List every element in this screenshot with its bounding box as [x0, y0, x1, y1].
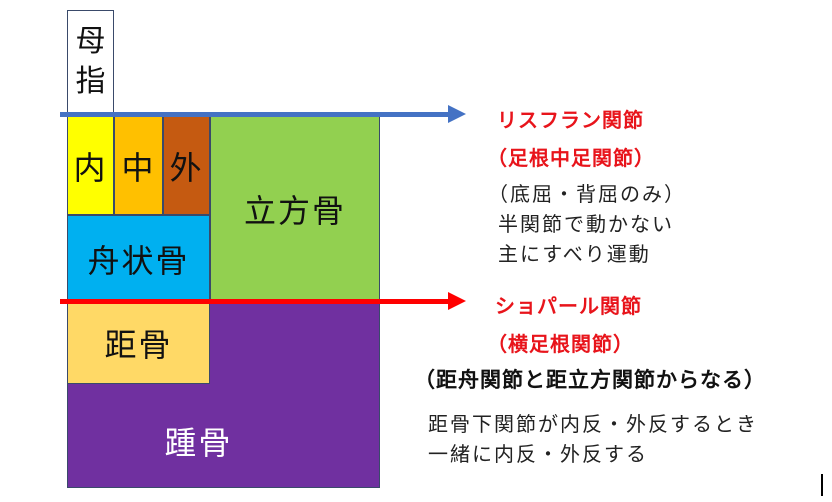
chopart-arrow [60, 292, 466, 310]
lisfranc-note-2: 半関節で動かない [498, 212, 674, 236]
chopart-title: ショパール関節 [495, 294, 642, 318]
chopart-composition: （距舟関節と距立方関節からなる） [414, 368, 766, 392]
chopart-subtitle: （横足根関節） [487, 332, 634, 356]
lateral-cuneiform-block: 外 [163, 116, 210, 215]
cuboid-block: 立方骨 [210, 116, 380, 302]
chopart-note-1: 距骨下関節が内反・外反するとき [428, 412, 758, 436]
text-cursor [821, 474, 823, 496]
calcaneus-label: 踵骨 [164, 424, 233, 462]
lisfranc-note-1: （底屈・背屈のみ） [488, 182, 686, 206]
talus-block: 距骨 [67, 302, 210, 384]
talus-label: 距骨 [104, 326, 173, 364]
medial-cuneiform-block: 内 [67, 116, 114, 215]
toe-char-2: 指 [75, 64, 106, 99]
navicular-label: 舟状骨 [87, 241, 190, 280]
middle-cuneiform-block: 中 [114, 116, 163, 215]
lisfranc-subtitle: （足根中足関節） [487, 146, 655, 170]
chopart-note-2: 一緒に内反・外反する [428, 442, 648, 466]
lisfranc-title: リスフラン関節 [497, 108, 644, 132]
lateral-cuneiform-label: 外 [169, 148, 204, 187]
medial-cuneiform-label: 内 [73, 148, 108, 187]
big-toe-box: 母 指 [67, 10, 114, 114]
navicular-block: 舟状骨 [67, 215, 210, 302]
middle-cuneiform-label: 中 [121, 148, 156, 187]
toe-char-1: 母 [75, 24, 106, 59]
cuboid-label: 立方骨 [243, 192, 346, 230]
lisfranc-note-3: 主にすべり運動 [498, 242, 651, 266]
lisfranc-arrow [60, 105, 466, 123]
